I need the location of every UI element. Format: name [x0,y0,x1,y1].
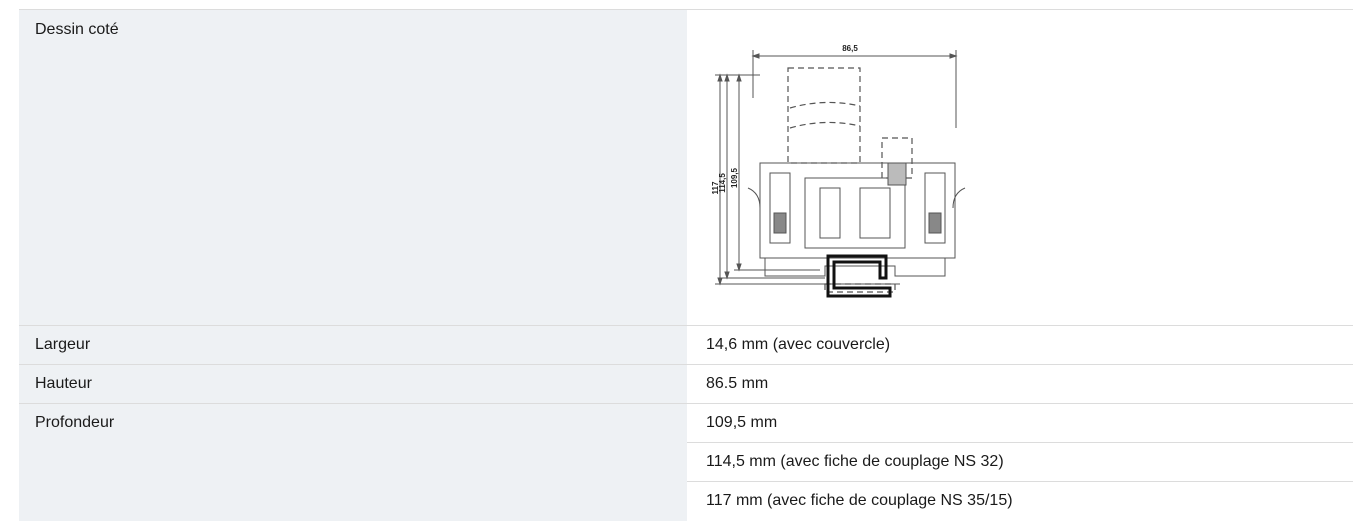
spec-label: Largeur [19,326,687,364]
terminal-block-drawing: 86,5 117 114,5 109,5 [711,44,966,298]
spec-row-profondeur: Profondeur 109,5 mm 114,5 mm (avec fiche… [19,404,1353,521]
spec-value: 14,6 mm (avec couvercle) [706,336,891,353]
dim-height-114-label: 114,5 [718,173,727,193]
spec-row-dessin: Dessin coté [19,10,1353,326]
spec-table: Dessin coté [19,9,1353,521]
dimension-drawing: 86,5 117 114,5 109,5 [706,10,1353,325]
spec-label: Hauteur [19,365,687,403]
spec-label: Profondeur [19,404,687,521]
spec-value: 109,5 mm [687,404,1353,443]
dim-width-label: 86,5 [842,44,858,53]
spec-row-largeur: Largeur 14,6 mm (avec couvercle) [19,326,1353,365]
spec-row-hauteur: Hauteur 86.5 mm [19,365,1353,404]
spec-value: 86,5 117 114,5 109,5 [687,10,1353,325]
spec-value: 86.5 mm [706,375,769,392]
dim-height-109-label: 109,5 [730,167,739,188]
dim-height-117-label: 117 [711,181,720,194]
spec-values: 109,5 mm 114,5 mm (avec fiche de couplag… [687,404,1353,521]
spec-value: 114,5 mm (avec fiche de couplage NS 32) [687,443,1353,482]
spec-value: 117 mm (avec fiche de couplage NS 35/15) [706,492,1013,509]
spec-label: Dessin coté [19,10,687,325]
